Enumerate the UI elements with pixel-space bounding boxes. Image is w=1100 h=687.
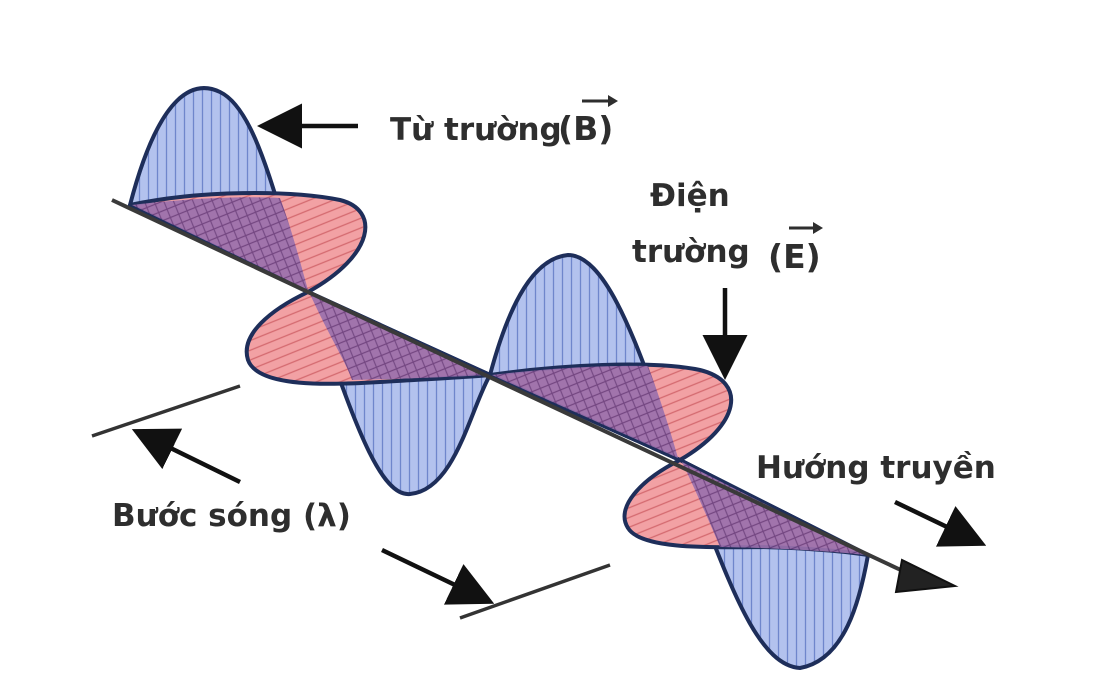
magnetic-vector-arrow-icon [608, 95, 618, 107]
direction-arrow [894, 499, 987, 547]
electric-field-symbol: (E) [768, 237, 821, 276]
wavelength-end-line [459, 563, 611, 620]
direction-label: Hướng truyền [756, 450, 996, 486]
electric-field-label-line2: trường [632, 234, 750, 270]
wavelength-left-arrow [131, 428, 241, 485]
wavelength-label: Bước sóng (λ) [112, 498, 351, 534]
axis-arrowhead-icon [894, 558, 959, 594]
propagation-axis [111, 198, 906, 574]
electric-vector-arrow-icon [813, 222, 823, 234]
magnetic-field-label: Từ trường [390, 112, 562, 148]
wavelength-right-arrow [381, 547, 495, 605]
wavelength-start-line [91, 384, 241, 438]
electric-field-label-line1: Điện [650, 178, 730, 214]
overlap-region-1 [132, 197, 308, 290]
overlap-region-3 [492, 365, 678, 458]
magnetic-field-symbol: (B) [558, 109, 613, 148]
